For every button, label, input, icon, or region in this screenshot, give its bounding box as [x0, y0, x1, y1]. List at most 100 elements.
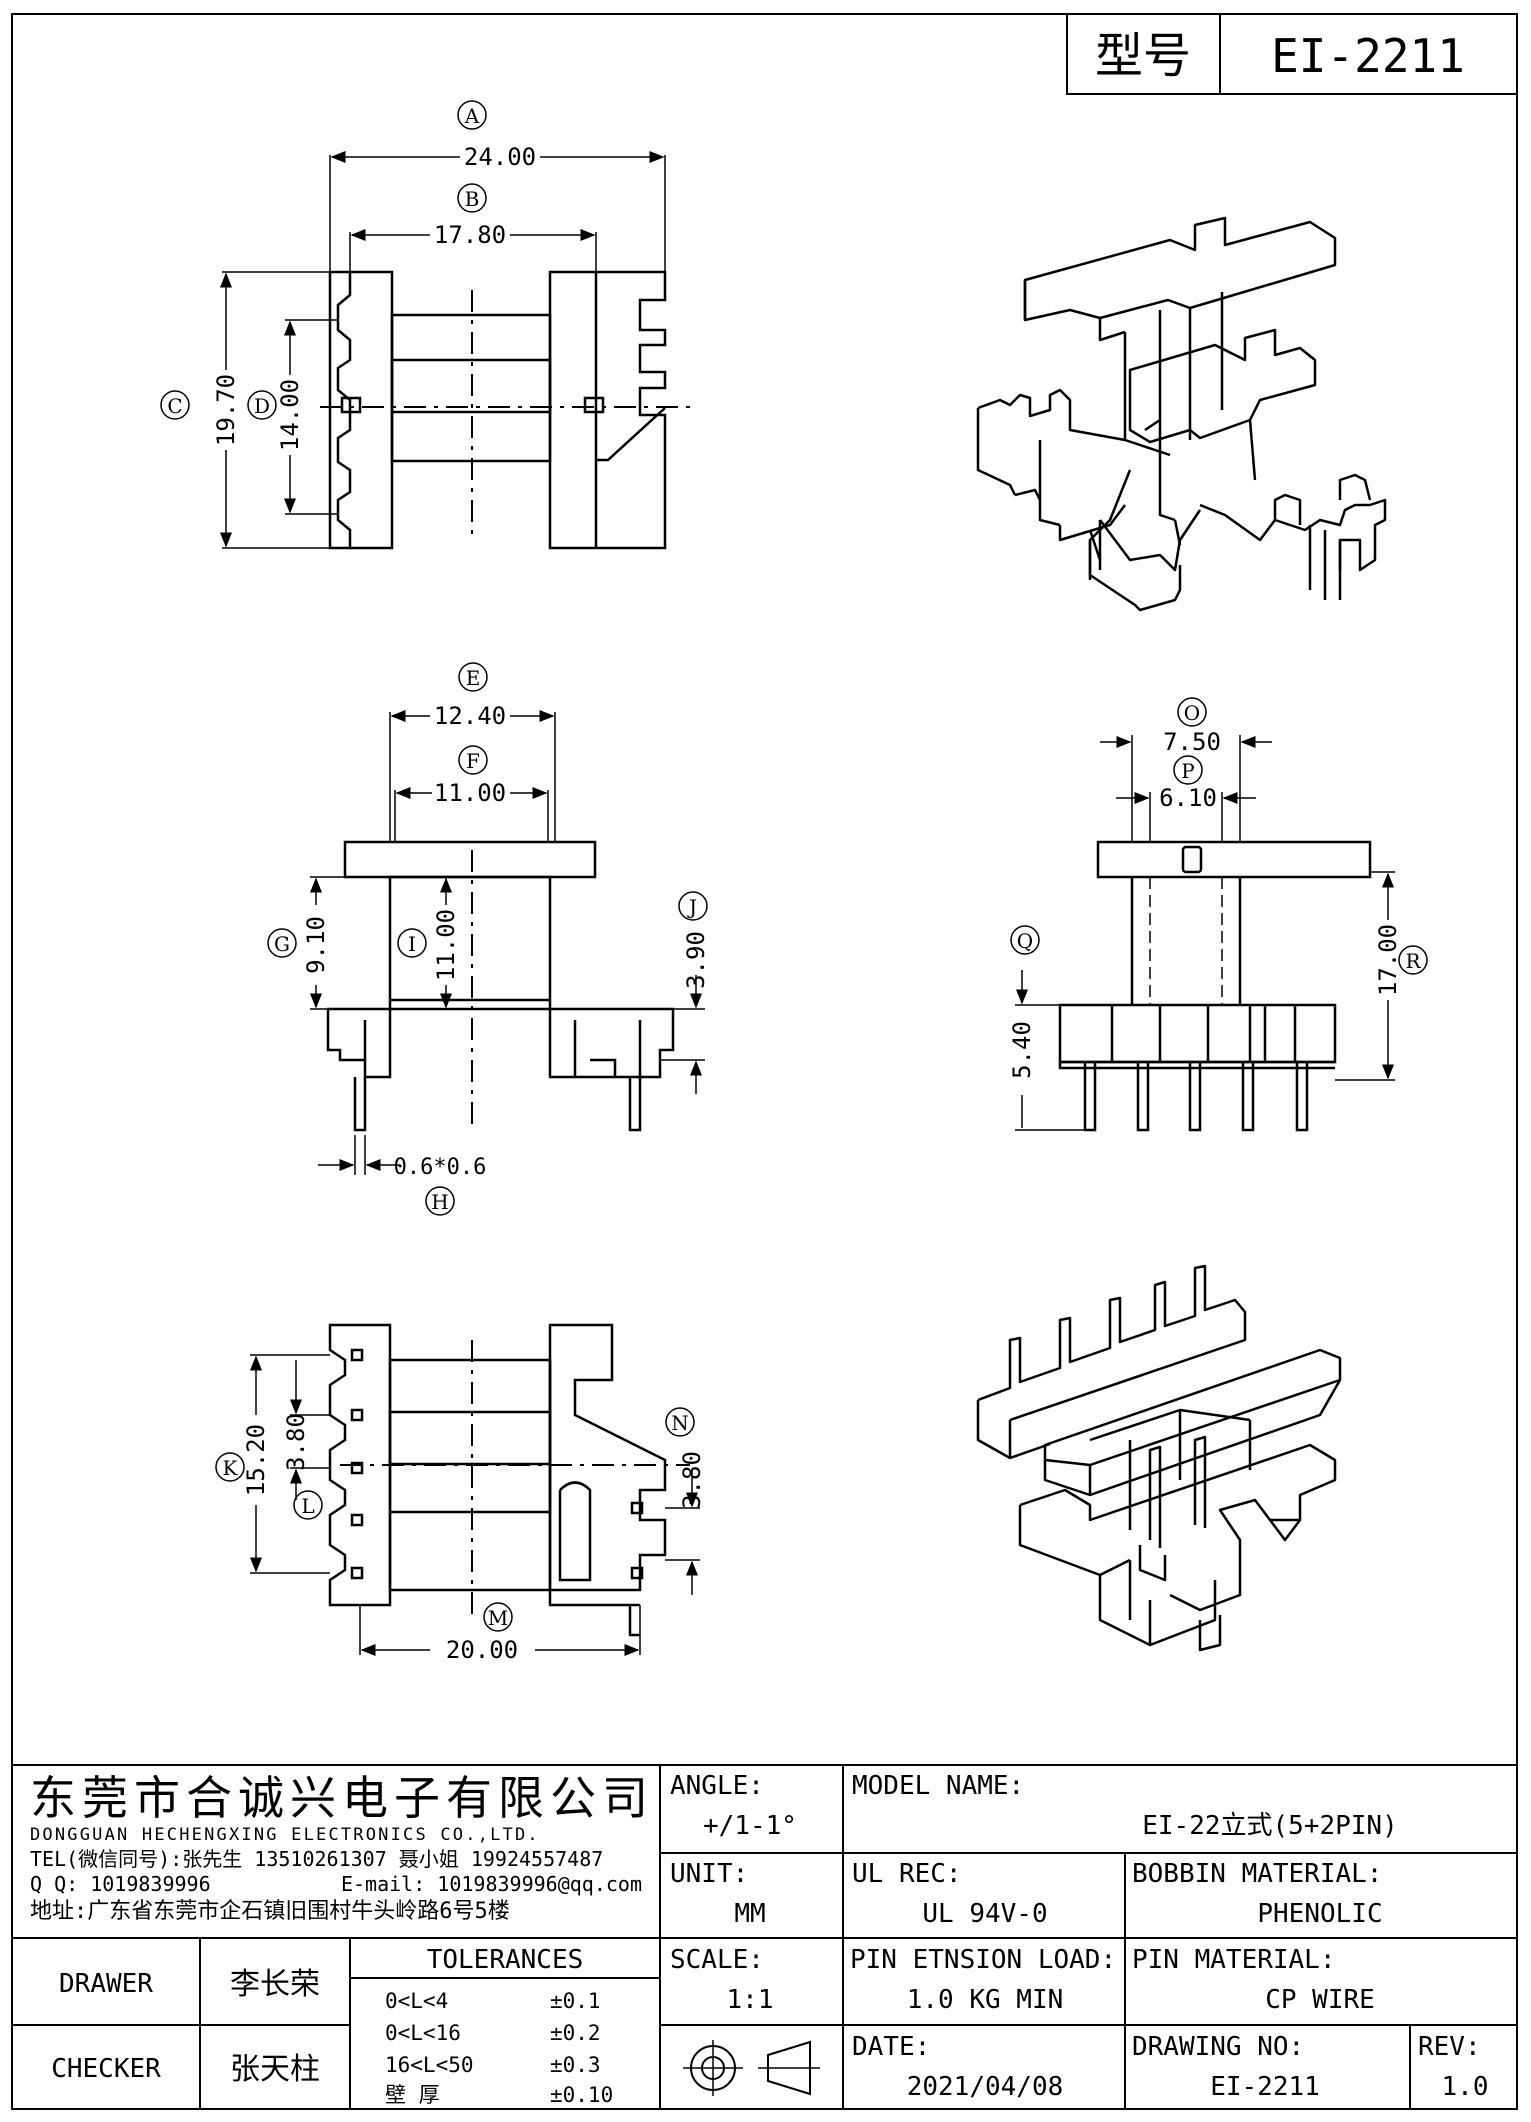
dim-P-letter: P [1181, 759, 1194, 783]
dim-B-value: 17.80 [434, 221, 506, 249]
unit-value: MM [734, 1899, 765, 1929]
tolerance-value-4: ±0.10 [550, 2083, 613, 2107]
dim-J: 3.90 J [660, 891, 710, 1094]
dim-O-value: 7.50 [1163, 728, 1221, 756]
drawer-label: DRAWER [59, 1969, 153, 1999]
tolerances-label: TOLERANCES [427, 1945, 584, 1975]
dim-K-value: 15.20 [242, 1424, 270, 1496]
scale-label: SCALE: [670, 1945, 764, 1975]
dim-N-value: 3.80 [678, 1451, 706, 1509]
unit-label: UNIT: [670, 1859, 748, 1889]
dim-H: 0.6*0.6 H [318, 1135, 487, 1216]
dim-K: 15.20 K [215, 1354, 330, 1574]
dim-H-value: 0.6*0.6 [394, 1155, 487, 1180]
pin-material-label: PIN MATERIAL: [1132, 1945, 1336, 1975]
pin-tension-value: 1.0 KG MIN [907, 1985, 1064, 2015]
company-name-cn: 东莞市合诚兴电子有限公司 [30, 1771, 654, 1825]
dim-R-value: 17.00 [1374, 924, 1402, 996]
dim-E: 12.40 E [389, 662, 556, 842]
dim-E-letter: E [466, 666, 481, 690]
sheet-border [11, 13, 1518, 2110]
bobbin-label: BOBBIN MATERIAL: [1132, 1859, 1382, 1889]
tolerance-range-3: 16<L<50 [385, 2053, 474, 2077]
pin-material-value: CP WIRE [1265, 1985, 1375, 2015]
tolerance-range-2: 0<L<16 [385, 2021, 461, 2045]
dim-C-value: 19.70 [212, 374, 240, 446]
isometric-view-bottom [976, 1264, 1342, 1652]
dim-N-letter: N [671, 1411, 689, 1435]
dim-N: 3.80 N [665, 1407, 706, 1595]
rev-value: 1.0 [1442, 2072, 1489, 2102]
rev-label: REV: [1418, 2032, 1481, 2062]
dim-B-letter: B [465, 187, 480, 211]
dim-F: 11.00 F [394, 745, 549, 842]
dim-O-letter: O [1184, 701, 1200, 725]
header-model-value: EI-2211 [1271, 29, 1465, 83]
dim-C-letter: C [167, 394, 182, 418]
scale-value: 1:1 [727, 1985, 774, 2015]
drawer-value: 李长荣 [230, 1967, 320, 2002]
dim-H-letter: H [431, 1190, 448, 1214]
angle-label: ANGLE: [670, 1771, 764, 1801]
bobbin-value: PHENOLIC [1257, 1899, 1382, 1929]
projection-symbol-icon [683, 2040, 820, 2096]
dim-D: 14.00 D [247, 319, 338, 515]
dim-J-letter: J [687, 895, 697, 919]
dim-A: 24.00 A [329, 100, 666, 272]
header-model-box: 型号 EI-2211 [1066, 13, 1518, 95]
header-model-label: 型号 [1095, 28, 1191, 84]
dim-R: 17.00 R [1335, 871, 1428, 1081]
dim-G-letter: G [274, 932, 290, 956]
isometric-view-top [976, 216, 1387, 612]
side-view [1058, 840, 1372, 1132]
dim-P: 6.10 P [1116, 755, 1256, 842]
company-qq: Q Q: 1019839996 [30, 1872, 211, 1896]
dim-Q-value: 5.40 [1008, 1021, 1036, 1079]
drawing-no-value: EI-2211 [1210, 2072, 1320, 2102]
dim-R-letter: R [1405, 949, 1421, 973]
model-name-label: MODEL NAME: [852, 1771, 1024, 1801]
company-tel: TEL(微信同号):张先生 13510261307 聂小姐 1992455748… [30, 1847, 603, 1871]
angle-value: +/1-1° [703, 1811, 797, 1841]
dim-K-letter: K [223, 1456, 239, 1480]
company-block: 东莞市合诚兴电子有限公司 DONGGUAN HECHENGXING ELECTR… [30, 1771, 654, 1924]
dim-Q: 5.40 Q [1008, 925, 1085, 1131]
top-view [320, 270, 690, 550]
dim-F-letter: F [466, 749, 480, 773]
tolerance-value-1: ±0.1 [550, 1989, 601, 2013]
company-address: 地址:广东省东莞市企石镇旧围村牛头岭路6号5楼 [30, 1899, 510, 1924]
dim-A-letter: A [464, 104, 480, 128]
tolerance-range-4: 壁 厚 [385, 2083, 440, 2107]
dim-L: 3.80 L [282, 1360, 330, 1520]
dim-I-value: 11.00 [432, 909, 460, 981]
dim-D-letter: D [254, 394, 270, 418]
company-email: E-mail: 1019839996@qq.com [341, 1872, 642, 1896]
tolerance-range-1: 0<L<4 [385, 1989, 448, 2013]
model-name-value: EI-22立式(5+2PIN) [1142, 1811, 1398, 1841]
dim-O: 7.50 O [1100, 697, 1272, 842]
tolerance-value-3: ±0.3 [550, 2053, 601, 2077]
dim-D-value: 14.00 [276, 379, 304, 451]
ul-label: UL REC: [852, 1859, 962, 1889]
dim-E-value: 12.40 [434, 702, 506, 730]
title-block-fields: ANGLE: +/1-1° MODEL NAME: EI-22立式(5+2PIN… [51, 1771, 1488, 2107]
dim-M-letter: M [488, 1606, 508, 1630]
dim-J-value: 3.90 [682, 931, 710, 989]
checker-label: CHECKER [51, 2054, 161, 2084]
date-value: 2021/04/08 [907, 2072, 1064, 2102]
date-label: DATE: [852, 2032, 930, 2062]
front-view [326, 840, 675, 1132]
title-block [12, 1764, 1517, 2109]
checker-value: 张天柱 [230, 2052, 320, 2087]
drawing-no-label: DRAWING NO: [1132, 2032, 1304, 2062]
dim-Q-letter: Q [1017, 929, 1033, 953]
dim-G: 9.10 G [267, 876, 345, 1010]
dim-F-value: 11.00 [434, 779, 506, 807]
tolerance-value-2: ±0.2 [550, 2021, 601, 2045]
dim-M-value: 20.00 [446, 1636, 518, 1664]
dim-A-value: 24.00 [464, 143, 536, 171]
bottom-view [328, 1323, 690, 1637]
dim-G-value: 9.10 [302, 916, 330, 974]
dim-C: 19.70 C [160, 271, 330, 549]
